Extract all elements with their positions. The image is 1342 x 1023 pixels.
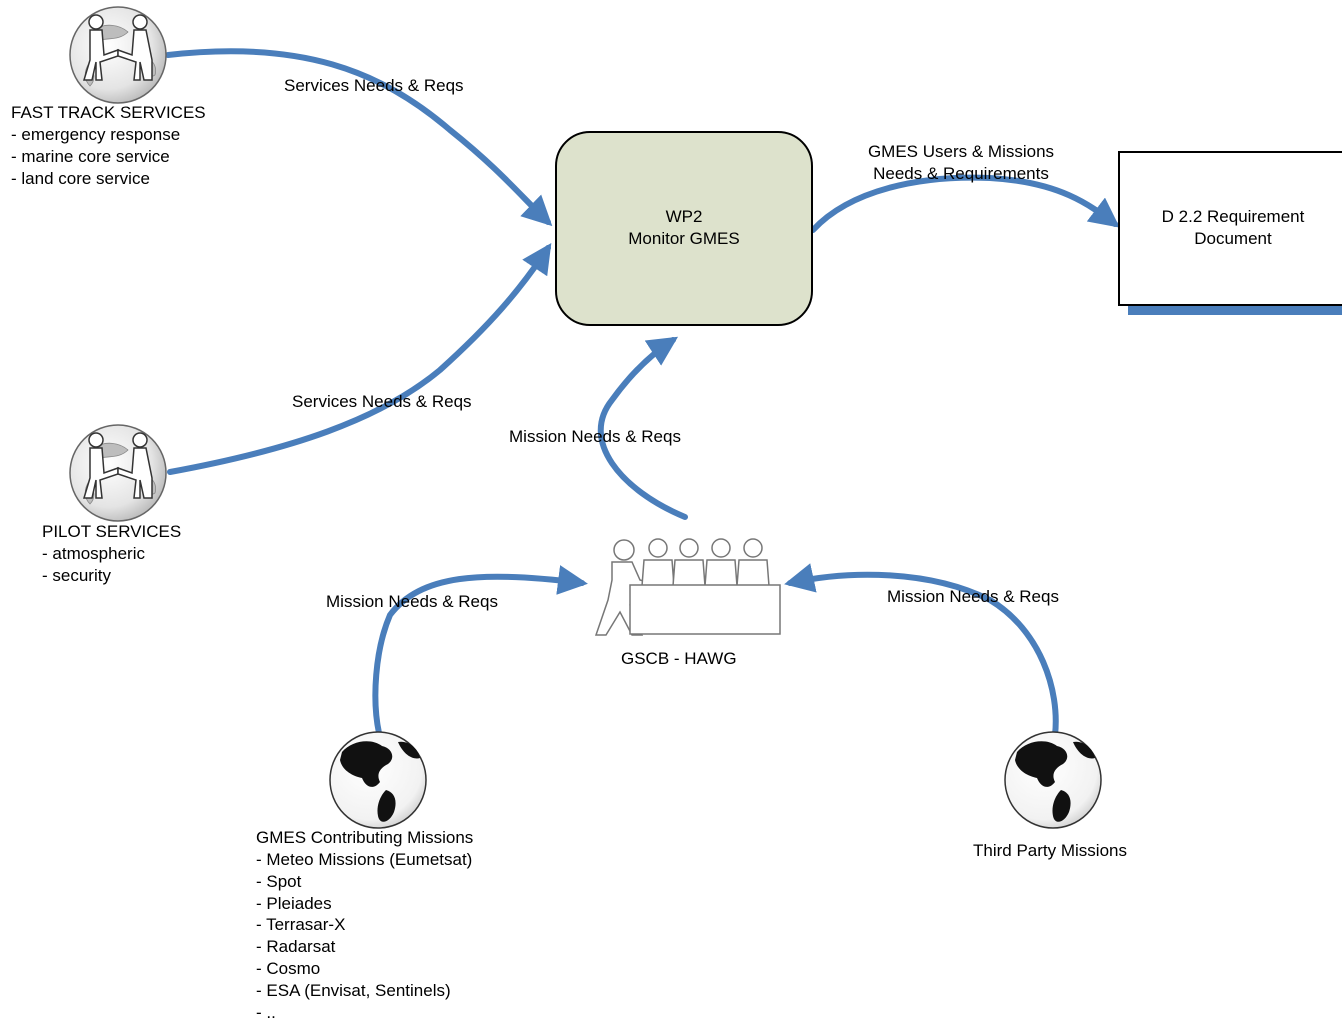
arrow-label-gscb-to-wp2: Mission Needs & Reqs	[509, 427, 681, 446]
list-item: atmospheric	[42, 543, 145, 565]
list-item: Radarsat	[256, 936, 472, 958]
process-line-1: WP2	[665, 207, 703, 226]
arrow-label-fast-track: Services Needs & Reqs	[284, 76, 464, 95]
arrow-third-party-to-gscb	[784, 563, 1059, 738]
list-item: Pleiades	[256, 893, 472, 915]
list-item: land core service	[11, 168, 180, 190]
pilot-list: atmospheric security	[42, 543, 145, 587]
gmes-missions-title: GMES Contributing Missions	[256, 828, 474, 847]
document-line-2: Document	[1194, 229, 1272, 248]
arrow-pilot-to-wp2	[167, 243, 552, 475]
fast-track-title: FAST TRACK SERVICES	[11, 103, 206, 122]
handshake-globe-icon	[69, 424, 167, 522]
document-label: D 2.2 Requirement Document	[1119, 206, 1342, 250]
gmes-missions-list: Meteo Missions (Eumetsat) Spot Pleiades …	[256, 849, 472, 1023]
arrow-wp2-to-document	[810, 174, 1120, 233]
globe-icon	[1004, 731, 1102, 829]
document-line-1: D 2.2 Requirement	[1161, 207, 1305, 226]
arrow-fast-track-to-wp2	[165, 48, 553, 227]
arrow-label-wp2-to-doc-line-1: GMES Users & Missions	[867, 142, 1055, 161]
list-item: Meteo Missions (Eumetsat)	[256, 849, 472, 871]
list-item: ..	[256, 1002, 472, 1023]
list-item: Spot	[256, 871, 472, 893]
list-item: Terrasar-X	[256, 914, 472, 936]
list-item: marine core service	[11, 146, 180, 168]
gscb-label: GSCB - HAWG	[621, 649, 737, 668]
meeting-table-icon	[594, 538, 781, 636]
arrow-label-gmes-to-gscb: Mission Needs & Reqs	[326, 592, 498, 611]
process-box-wp2	[555, 131, 813, 326]
pilot-title: PILOT SERVICES	[42, 522, 182, 541]
fast-track-list: emergency response marine core service l…	[11, 124, 180, 189]
globe-icon	[329, 731, 427, 829]
arrow-label-wp2-to-doc: GMES Users & Missions Needs & Requiremen…	[848, 141, 1074, 185]
list-item: ESA (Envisat, Sentinels)	[256, 980, 472, 1002]
list-item: Cosmo	[256, 958, 472, 980]
arrow-label-third-to-gscb: Mission Needs & Reqs	[887, 587, 1059, 606]
arrow-label-pilot: Services Needs & Reqs	[292, 392, 472, 411]
document-box	[1118, 151, 1342, 306]
arrow-gscb-to-wp2	[597, 336, 688, 520]
list-item: emergency response	[11, 124, 180, 146]
handshake-globe-icon	[69, 6, 167, 104]
third-party-label: Third Party Missions	[973, 841, 1127, 860]
process-label: WP2 Monitor GMES	[556, 206, 812, 250]
arrow-gmes-missions-to-gscb	[372, 565, 588, 736]
list-item: security	[42, 565, 145, 587]
process-line-2: Monitor GMES	[628, 229, 740, 248]
arrow-label-wp2-to-doc-line-2: Needs & Requirements	[873, 164, 1049, 183]
